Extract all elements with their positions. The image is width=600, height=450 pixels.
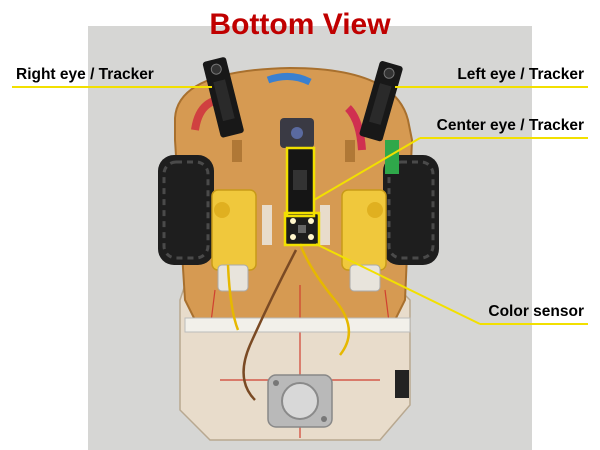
chassis-slot [345, 140, 355, 162]
callout-center-eye-leader [313, 137, 421, 201]
color-sensor-led [290, 234, 296, 240]
callout-lines [12, 86, 588, 325]
center-eye-tracker-chip [293, 170, 307, 190]
chassis-slot [232, 140, 242, 162]
center-eye-highlight [285, 146, 316, 218]
rainbow-cable-right [344, 105, 366, 151]
right-wheel [383, 155, 439, 265]
left-motor [211, 189, 257, 271]
rainbow-cable-top [266, 73, 312, 86]
callout-color-sensor-leader [315, 243, 481, 325]
left-motor-cap [217, 264, 249, 292]
left-motor-shaft [214, 202, 230, 218]
caster-screw [321, 416, 327, 422]
center-eye-label: Center eye / Tracker [436, 117, 584, 134]
chassis-slot [262, 205, 272, 245]
mounting-strap [184, 317, 411, 333]
caster-screw [273, 380, 279, 386]
right-eye-tracker [202, 57, 244, 138]
green-connector [385, 140, 399, 174]
front-bracket-hole [291, 127, 303, 139]
color-sensor-led [308, 218, 314, 224]
chassis-slot [320, 205, 330, 245]
yellow-wire [298, 243, 351, 356]
page-title: Bottom View [209, 8, 391, 41]
color-sensor-led [290, 218, 296, 224]
color-sensor-led [308, 234, 314, 240]
wire-connector [395, 370, 409, 398]
caster-ball [281, 382, 319, 420]
left-wheel [158, 155, 214, 265]
color-sensor-chip [298, 225, 306, 233]
right-eye-label: Right eye / Tracker [16, 66, 154, 83]
yellow-wire-left [226, 264, 240, 331]
guide-lines [209, 285, 391, 438]
color-sensor-highlight [283, 211, 321, 247]
color-sensor-label: Color sensor [488, 303, 584, 320]
brown-wire [242, 249, 298, 401]
right-motor-shaft [367, 202, 383, 218]
left-eye-label: Left eye / Tracker [457, 66, 584, 83]
left-eye-tracker [359, 61, 403, 142]
right-motor [341, 189, 387, 271]
